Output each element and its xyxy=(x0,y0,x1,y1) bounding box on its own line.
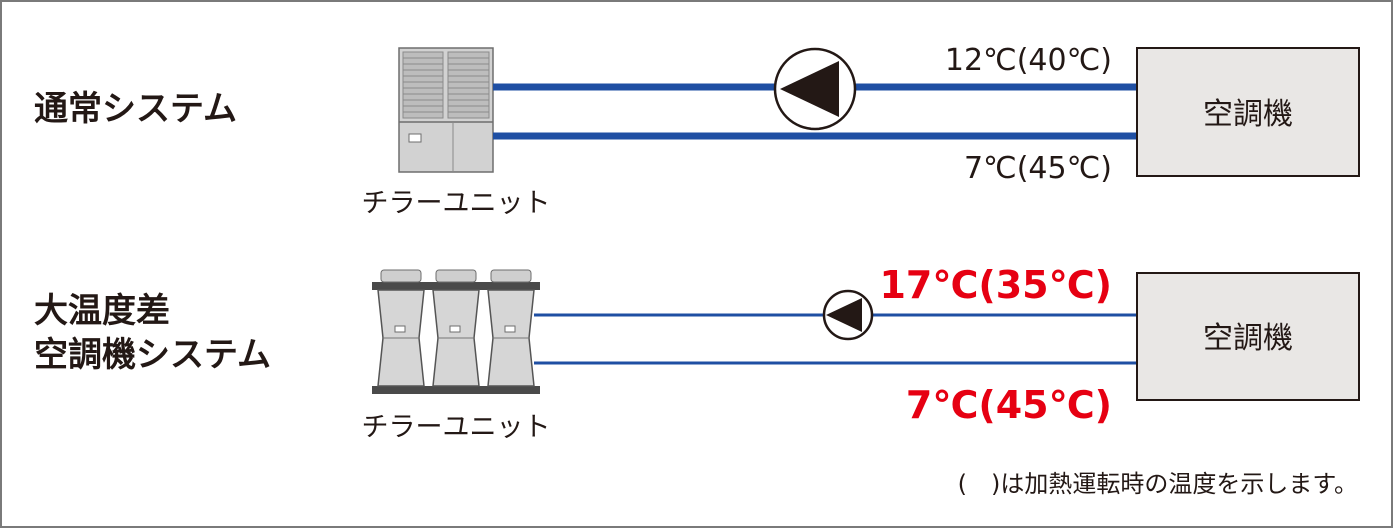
large-dt-ac-label: 空調機 xyxy=(1203,321,1293,356)
normal-ac-label: 空調機 xyxy=(1203,97,1293,132)
large-dt-ac-unit xyxy=(1136,272,1360,401)
large-dt-return-temp: 7℃(45℃) xyxy=(906,383,1112,427)
normal-chiller-unit xyxy=(398,47,494,173)
large-dt-chiller-units xyxy=(372,269,540,394)
normal-return-temp: 7℃(45℃) xyxy=(964,151,1112,186)
normal-system-title: 通常システム xyxy=(34,89,237,129)
normal-pump-icon xyxy=(773,47,857,131)
normal-ac-unit xyxy=(1136,47,1360,177)
chiller-module-3 xyxy=(487,269,535,387)
large-dt-title-line1: 大温度差 xyxy=(34,291,170,331)
heating-note: ( )は加熱運転時の温度を示します。 xyxy=(958,470,1358,498)
large-dt-pump-icon xyxy=(822,289,874,341)
large-dt-supply-temp: 17℃(35℃) xyxy=(879,263,1112,307)
large-dt-title-line2: 空調機システム xyxy=(34,335,271,375)
large-dt-chiller-label: チラーユニット xyxy=(362,412,551,443)
normal-chiller-label: チラーユニット xyxy=(362,188,551,219)
chiller-module-2 xyxy=(432,269,480,387)
chiller-module-1 xyxy=(377,269,425,387)
normal-supply-temp: 12℃(40℃) xyxy=(945,43,1112,78)
